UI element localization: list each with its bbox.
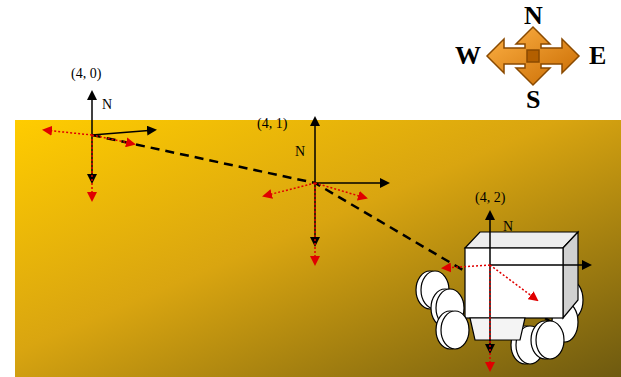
- compass-letter: N: [524, 3, 543, 29]
- coordinate-label: (4, 2): [475, 191, 505, 205]
- coordinate-label: (4, 0): [71, 67, 101, 81]
- compass-letter: W: [455, 43, 481, 69]
- frame-axes: [443, 212, 590, 370]
- rover: [416, 232, 583, 364]
- axis-label: N: [503, 220, 513, 234]
- ground: [15, 120, 621, 377]
- compass-rose: [487, 27, 579, 85]
- frame-axes: [264, 118, 388, 264]
- axis-label: N: [295, 145, 305, 159]
- compass-letter: S: [526, 87, 540, 113]
- frame-axes: [44, 92, 155, 200]
- compass-letter: E: [589, 43, 606, 69]
- coordinate-label: (4, 1): [257, 117, 287, 131]
- axis-label: N: [102, 98, 112, 112]
